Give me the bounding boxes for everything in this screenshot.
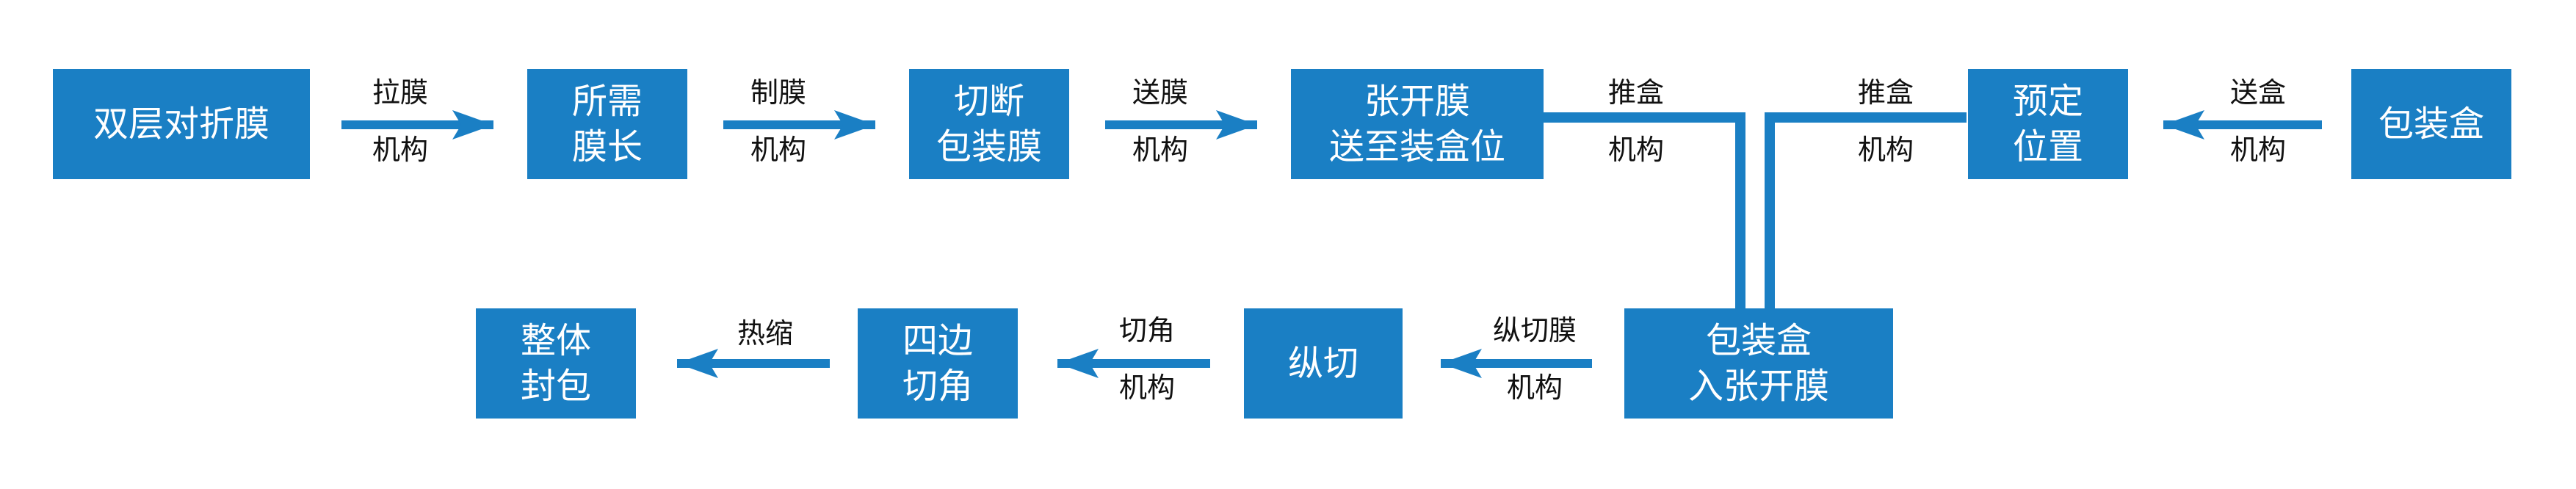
box-text-line2: 位置: [2012, 126, 2083, 167]
label-push-box-right-top: 推盒: [1857, 76, 1914, 109]
box-text-line2: 膜长: [571, 126, 643, 167]
box-double-fold-film: 双层对折膜: [53, 69, 310, 179]
label-make-film-bottom: 机构: [750, 134, 806, 166]
label-corner-cut-top: 切角: [1118, 314, 1175, 347]
box-text-line2: 入张开膜: [1687, 366, 1829, 407]
label-send-film-bottom: 机构: [1132, 134, 1188, 166]
box-text-line2: 封包: [520, 366, 591, 407]
label-send-box-bottom: 机构: [2229, 134, 2286, 166]
box-text-line1: 所需: [571, 81, 643, 122]
box-text: 双层对折膜: [93, 104, 269, 145]
label-corner-cut-bottom: 机构: [1118, 372, 1175, 404]
box-open-film-to-station: 张开膜 送至装盒位: [1291, 69, 1544, 179]
box-text-line1: 整体: [520, 320, 591, 361]
box-text-line1: 四边: [902, 320, 973, 361]
box-text: 包装盒: [2378, 104, 2484, 145]
box-overall-seal: 整体 封包: [476, 308, 636, 419]
label-pull-film-bottom: 机构: [372, 134, 428, 166]
box-text-line1: 张开膜: [1364, 81, 1470, 122]
push-box-line-right: [1765, 112, 1967, 308]
box-package-box: 包装盒: [2351, 69, 2511, 179]
box-four-side-corner-cut: 四边 切角: [858, 308, 1018, 419]
box-slitting: 纵切: [1244, 308, 1403, 419]
push-box-line-left: [1539, 112, 1745, 308]
box-text-line2: 切角: [902, 366, 973, 407]
label-slit-film-bottom: 机构: [1506, 372, 1563, 404]
label-push-box-left-top: 推盒: [1607, 76, 1664, 109]
box-text: 纵切: [1287, 343, 1358, 384]
box-box-into-film: 包装盒 入张开膜: [1624, 308, 1893, 419]
box-text-line1: 包装盒: [1705, 320, 1812, 361]
box-required-film-length: 所需 膜长: [527, 69, 687, 179]
box-text-line1: 预定: [2012, 81, 2083, 122]
label-send-film-top: 送膜: [1132, 76, 1188, 109]
box-text-line2: 送至装盒位: [1328, 126, 1505, 167]
label-make-film-top: 制膜: [750, 76, 806, 109]
label-send-box-top: 送盒: [2229, 76, 2286, 109]
label-pull-film-top: 拉膜: [372, 76, 428, 109]
label-push-box-left-bottom: 机构: [1607, 134, 1664, 166]
label-push-box-right-bottom: 机构: [1857, 134, 1914, 166]
box-preset-position: 预定 位置: [1968, 69, 2128, 179]
box-text-line1: 切断: [953, 81, 1024, 122]
box-text-line2: 包装膜: [936, 126, 1042, 167]
label-slit-film-top: 纵切膜: [1492, 314, 1577, 347]
label-heat-shrink: 热缩: [737, 317, 793, 349]
box-cut-packaging-film: 切断 包装膜: [909, 69, 1069, 179]
